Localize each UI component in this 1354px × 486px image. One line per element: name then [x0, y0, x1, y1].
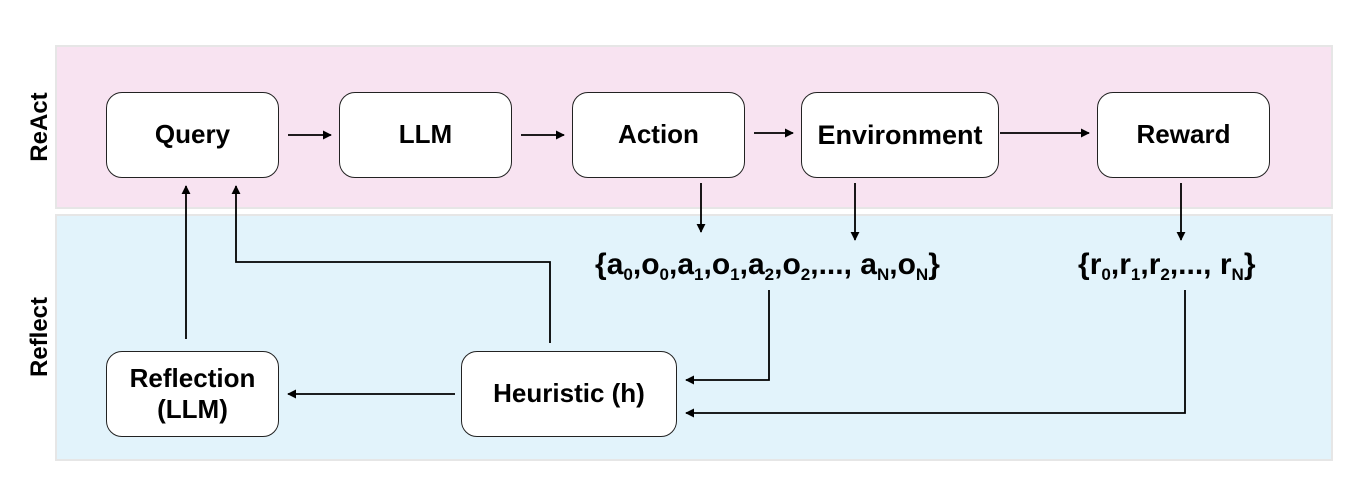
- sequence-token: r: [1089, 248, 1102, 281]
- heuristic-node: Heuristic (h): [461, 351, 677, 437]
- environment-label: Environment: [817, 119, 983, 150]
- sequence-token: }: [928, 248, 940, 281]
- reflection-label-line2: (LLM): [157, 394, 228, 424]
- sequence-token: ,: [889, 248, 898, 281]
- action-label: Action: [618, 119, 699, 150]
- rewards-sequence: {r0,r1,r2,..., rN}: [1078, 248, 1256, 285]
- sequence-token: ,: [632, 248, 642, 281]
- sequence-token: a: [677, 248, 695, 281]
- environment-node: Environment: [801, 92, 999, 178]
- reward-label: Reward: [1136, 119, 1231, 150]
- sequence-token: ,...,: [1169, 248, 1220, 281]
- sequence-token: ,: [1140, 248, 1149, 281]
- subscript: 2: [1160, 265, 1170, 284]
- subscript: 2: [800, 265, 811, 284]
- sequence-token: ,...,: [810, 248, 861, 281]
- sequence-token: {: [595, 248, 607, 281]
- sequence-token: o: [897, 248, 916, 281]
- sequence-token: ,: [739, 248, 748, 281]
- sequence-token: a: [747, 248, 765, 281]
- action-node: Action: [572, 92, 745, 178]
- sequence-token: {: [1078, 248, 1090, 281]
- subscript: 0: [1101, 265, 1111, 284]
- reflection-node: Reflection (LLM): [106, 351, 279, 437]
- sequence-token: r: [1148, 248, 1161, 281]
- sequence-token: ,: [668, 248, 678, 281]
- reflection-label-line1: Reflection: [129, 362, 256, 393]
- sequence-token: a: [606, 248, 624, 281]
- sequence-token: a: [860, 248, 877, 281]
- subscript: N: [1231, 265, 1244, 284]
- heuristic-label: Heuristic (h): [493, 378, 645, 409]
- trajectory-sequence: {a0,o0,a1,o1,a2,o2,..., aN,oN}: [595, 248, 940, 285]
- sequence-token: r: [1219, 248, 1232, 281]
- llm-node: LLM: [339, 92, 512, 178]
- arrow-trajectory-to-heuristic: [685, 290, 770, 385]
- subscript: N: [876, 265, 890, 284]
- subscript: 0: [659, 265, 669, 284]
- subscript: 2: [764, 265, 775, 284]
- sequence-token: o: [711, 248, 731, 281]
- sequence-token: ,: [1110, 248, 1120, 281]
- subscript: N: [915, 265, 929, 284]
- subscript: 1: [730, 265, 740, 284]
- subscript: 0: [623, 265, 633, 284]
- sequence-token: o: [641, 248, 660, 281]
- query-label: Query: [154, 119, 231, 150]
- sequence-token: o: [782, 248, 801, 281]
- query-node: Query: [106, 92, 279, 178]
- sequence-token: }: [1243, 248, 1256, 281]
- subscript: 1: [694, 265, 704, 284]
- subscript: 1: [1130, 265, 1141, 284]
- arrow-heuristic-to-query: [231, 185, 551, 343]
- llm-label: LLM: [398, 119, 453, 150]
- sequence-token: ,: [774, 248, 783, 281]
- arrow-rewards-to-heuristic: [685, 290, 1186, 418]
- reward-node: Reward: [1097, 92, 1270, 178]
- sequence-token: ,: [703, 248, 712, 281]
- sequence-token: r: [1119, 248, 1131, 281]
